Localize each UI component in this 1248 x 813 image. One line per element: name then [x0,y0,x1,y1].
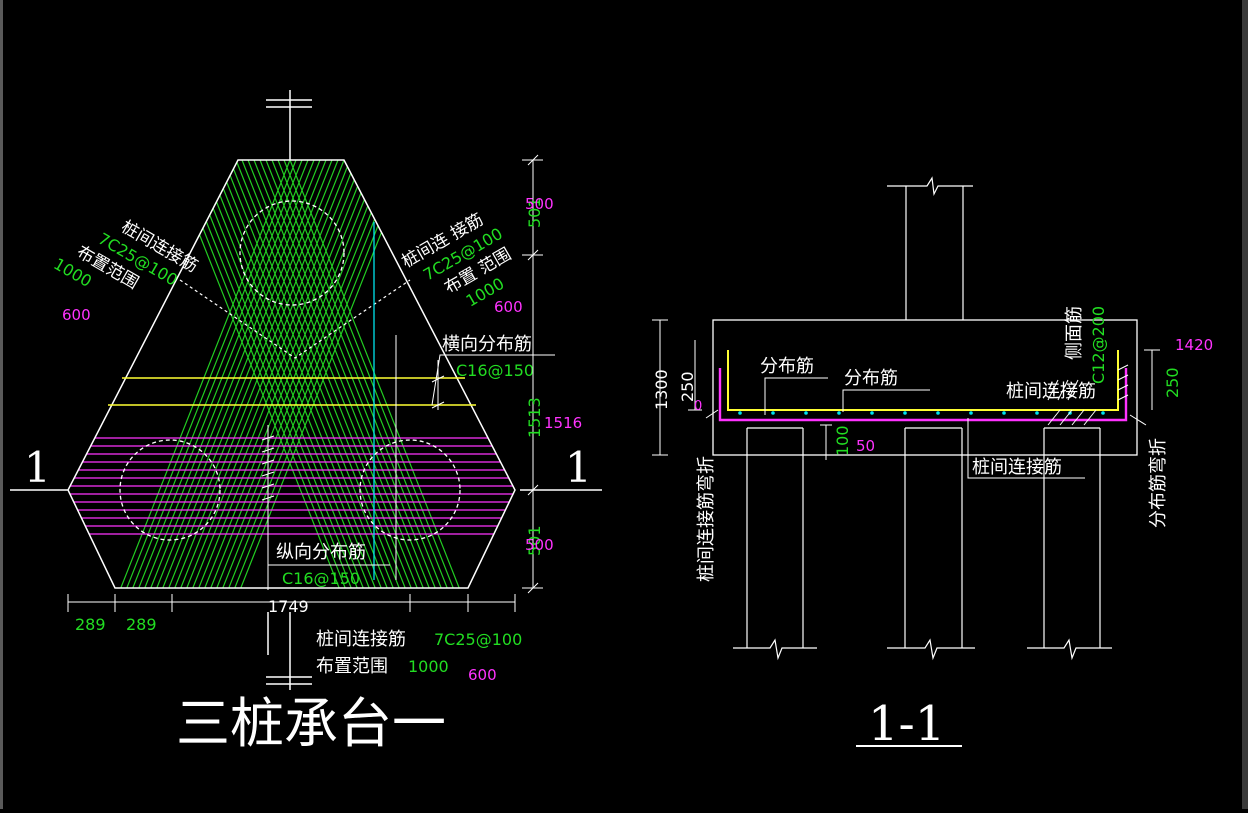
section-bend-label-left: 桩间连接筋弯折 [696,456,717,582]
right-label-mag: 600 [494,298,523,316]
bottom-rebar-label-1: 桩间连接筋 [316,629,406,650]
dim-bottom-1: 289 [75,615,106,634]
section-mark-left: 1 [24,443,51,492]
dim-bottom-total: 1749 [268,597,309,616]
dim-right-mid: 1513 [525,397,544,438]
section-column [887,176,973,320]
section-mark-right: 1 [565,443,592,492]
section-dim-100-ext [820,424,832,460]
column-break-bottom [266,612,312,690]
rebar-hatch-group [68,160,515,588]
pile-circle-left [119,439,221,541]
section-label-fenbu-2: 分布筋 [844,368,898,389]
magenta-connecting-rebar [718,368,1128,422]
longitudinal-rebar-callout: 纵向分布筋 C16@150 [268,542,390,588]
dim-right-top-mag: 500 [525,195,554,213]
bottom-rebar-label-2: 布置范围 [316,656,388,677]
right-connecting-rebar-label: 桩间连 接筋 7C25@100 布置 范围 1000 [399,210,515,311]
bottom-horizontal-dimension [67,594,516,612]
pile-circle-right [359,439,461,541]
dim-right-bot-mag: 500 [525,536,554,554]
pile-circle-top [239,200,345,306]
left-label-mag: 600 [62,306,91,324]
right-vertical-dimension [522,154,543,594]
side-rebar-ticks [1047,364,1129,426]
section-dim-50: 50 [856,437,875,455]
svg-text:纵向分布筋: 纵向分布筋 [276,542,366,563]
section-dim-small-mag: 0 [694,399,702,414]
fenbu-leader-1 [764,377,828,415]
dim-right-bot: 501 [525,525,544,556]
viewport-border-left [0,0,3,809]
svg-text:C16@150: C16@150 [282,569,360,588]
plan-title: 三桩承台一 [176,692,446,755]
transverse-rebar-hatch [68,437,515,535]
rebar-dot-row [738,411,1105,415]
bottom-rebar-spec-1: 7C25@100 [434,630,522,649]
section-right-dimension [1144,349,1160,410]
section-bend-leader-left [705,409,719,419]
section-dim-100: 100 [833,425,852,456]
column-break-top [266,90,312,160]
longitudinal-rebar-marker [261,425,275,590]
section-label-cemian: 侧面筋 [1064,306,1085,360]
section-dim-250-right: 250 [1163,367,1182,398]
section-dim-1420: 1420 [1175,336,1213,354]
section-dim-height: 1300 [652,369,671,410]
section-bend-label-right: 分布筋弯折 [1148,438,1169,528]
zone-boundary-dashed [179,279,411,359]
section-label-zhuangjian-top: 桩间连接筋 [1006,381,1096,402]
section-title: 1-1 [868,696,945,752]
section-left-dimension [652,319,702,456]
dim-bottom-2: 289 [126,615,157,634]
section-view: 1300 250 0 桩间连接筋弯折 分布筋 分布筋 桩间连接筋 桩间连接筋 侧… [652,176,1213,752]
viewport-border-right [1242,0,1248,809]
dim-right-mid-mag: 1516 [544,414,582,432]
section-piles [733,427,1112,661]
bottom-rebar-mag: 600 [468,666,497,684]
section-label-fenbu-1: 分布筋 [760,356,814,377]
section-cap-outline [712,319,1138,456]
plan-view: 1 1 桩间连接筋 7C25@100 布置范围 1000 600 桩间连 接筋 … [10,90,602,755]
svg-text:C16@150: C16@150 [456,361,534,380]
svg-text:横向分布筋: 横向分布筋 [442,334,532,355]
fenbu-leader-2 [842,389,930,412]
zhuangjian-leader-bottom [967,418,1085,479]
bottom-rebar-spec-2: 1000 [408,657,449,676]
section-label-zhuangjian-bottom: 桩间连接筋 [972,457,1062,478]
section-bend-leader-right [1129,414,1147,426]
transverse-rebar-callout: 横向分布筋 C16@150 [431,334,555,410]
dim-right-top: 501 [525,197,544,228]
section-label-cemian-spec: C12@200 [1089,306,1108,384]
section-dim-250-left: 250 [678,371,697,402]
